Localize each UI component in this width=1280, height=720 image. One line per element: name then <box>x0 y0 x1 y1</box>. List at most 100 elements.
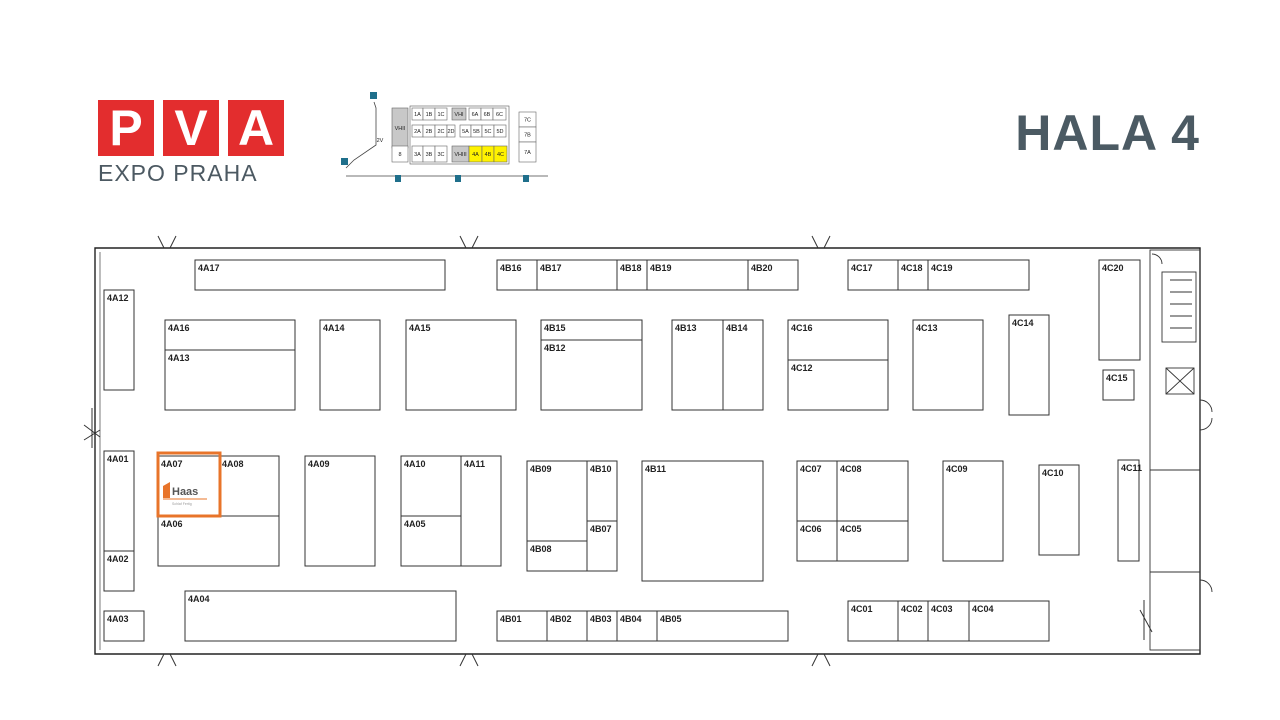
mini-hall-cell <box>446 124 456 138</box>
booth-4a04[interactable] <box>184 590 457 642</box>
booth-4b09[interactable] <box>526 460 588 542</box>
mini-label: 4B <box>485 152 492 158</box>
door <box>459 653 479 667</box>
booth-4a10[interactable] <box>400 455 462 517</box>
booth-4c20[interactable] <box>1098 259 1141 361</box>
hall-title: HALA 4 <box>1015 105 1200 161</box>
booth-label: 4C15 <box>1106 373 1128 383</box>
booth-4c11[interactable] <box>1117 459 1140 562</box>
booth-label: 4B12 <box>544 343 566 353</box>
booth-4c05[interactable] <box>836 520 909 562</box>
booth-4c02[interactable] <box>897 600 929 642</box>
mini-hall-cell <box>518 141 537 163</box>
mini-label: 1C <box>437 112 444 118</box>
booth-label: 4C02 <box>901 604 923 614</box>
booth-4b20[interactable] <box>747 259 799 291</box>
booth-4c18[interactable] <box>897 259 929 291</box>
booth-4b07[interactable] <box>586 520 618 572</box>
mini-hall-cell <box>492 107 507 121</box>
booth-4b01[interactable] <box>496 610 548 642</box>
booth-4b12[interactable] <box>540 339 643 411</box>
booth-label: 4B14 <box>726 323 748 333</box>
booth-4b13[interactable] <box>671 319 724 411</box>
booth-4c04[interactable] <box>968 600 1050 642</box>
booth-4c13[interactable] <box>912 319 984 411</box>
haas-logo: Haas Schlaf Fertig <box>163 482 207 506</box>
booth-4b04[interactable] <box>616 610 658 642</box>
mini-label: 2B <box>426 129 433 135</box>
booth-label: 4A04 <box>188 594 210 604</box>
booth-4b03[interactable] <box>586 610 618 642</box>
mini-hall-cell <box>434 145 448 163</box>
side-door <box>83 408 101 448</box>
booth-label: 4C13 <box>916 323 938 333</box>
booth-4c17[interactable] <box>847 259 899 291</box>
booth-4c09[interactable] <box>942 460 1004 562</box>
booth-label: 4A03 <box>107 614 129 624</box>
booth-4b10[interactable] <box>586 460 618 522</box>
booth-4c03[interactable] <box>927 600 970 642</box>
logo-letter-a: A <box>228 100 284 156</box>
mini-label: 2C <box>437 129 444 135</box>
booth-label: 4A11 <box>464 459 485 469</box>
booth-4a06[interactable] <box>157 515 280 567</box>
highlighted-stand[interactable] <box>156 451 222 518</box>
booth-4c19[interactable] <box>927 259 1030 291</box>
booth-4a14[interactable] <box>319 319 381 411</box>
logo-subtitle: EXPO PRAHA <box>98 160 258 186</box>
booth-label: 4A05 <box>404 519 426 529</box>
booth-4b17[interactable] <box>536 259 618 291</box>
hall-outline <box>94 247 1201 655</box>
booth-label: 4B19 <box>650 263 672 273</box>
mini-label: 6A <box>472 112 479 118</box>
booth-4c01[interactable] <box>847 600 899 642</box>
booth-label: 4B02 <box>550 614 572 624</box>
booth-4b14[interactable] <box>722 319 764 411</box>
door <box>157 235 177 249</box>
mini-hall-cell <box>391 145 409 163</box>
booth-4b08[interactable] <box>526 540 588 572</box>
mini-label: 5B <box>473 129 480 135</box>
mini-label: VHIII <box>454 152 467 158</box>
mini-label: 4A <box>472 152 479 158</box>
booth-label: 4C10 <box>1042 468 1064 478</box>
booth-4c16[interactable] <box>787 319 889 361</box>
booth-4a12[interactable] <box>103 289 135 391</box>
booth-4a09[interactable] <box>304 455 376 567</box>
logo-letter-p: P <box>98 100 154 156</box>
booth-label: 4C20 <box>1102 263 1124 273</box>
booth-4c12[interactable] <box>787 359 889 411</box>
booth-label: 4A13 <box>168 353 190 363</box>
booth-4a17[interactable] <box>194 259 446 291</box>
booth-4b11[interactable] <box>641 460 764 582</box>
booth-4a05[interactable] <box>400 515 462 567</box>
mini-label: 1B <box>426 112 433 118</box>
booth-4c15[interactable] <box>1102 369 1135 401</box>
booth-label: 4C17 <box>851 263 873 273</box>
booth-4a11[interactable] <box>460 455 502 567</box>
mini-label: 7C <box>524 118 531 124</box>
booth-label: 4C09 <box>946 464 968 474</box>
booth-label: 4A16 <box>168 323 190 333</box>
booth-label: 4C19 <box>931 263 953 273</box>
booth-4c10[interactable] <box>1038 464 1080 556</box>
booth-4b05[interactable] <box>656 610 789 642</box>
booth-label: 4B04 <box>620 614 642 624</box>
booth-4c06[interactable] <box>796 520 838 562</box>
booth-4a02[interactable] <box>103 550 135 592</box>
booth-label: 4C01 <box>851 604 873 614</box>
booth-4a03[interactable] <box>103 610 145 642</box>
booth-4c07[interactable] <box>796 460 838 522</box>
mini-label: 7A <box>524 150 531 156</box>
booth-4a15[interactable] <box>405 319 517 411</box>
booth-4b02[interactable] <box>546 610 588 642</box>
booth-label: 4A01 <box>107 454 129 464</box>
mini-label: 1A <box>414 112 421 118</box>
booth-4c08[interactable] <box>836 460 909 522</box>
booth-4c14[interactable] <box>1008 314 1050 416</box>
booth-label: 4A07 <box>161 459 183 469</box>
booth-4a13[interactable] <box>164 349 296 411</box>
booth-4a01[interactable] <box>103 450 135 552</box>
exhibitor-logo-name: Haas <box>172 486 198 498</box>
